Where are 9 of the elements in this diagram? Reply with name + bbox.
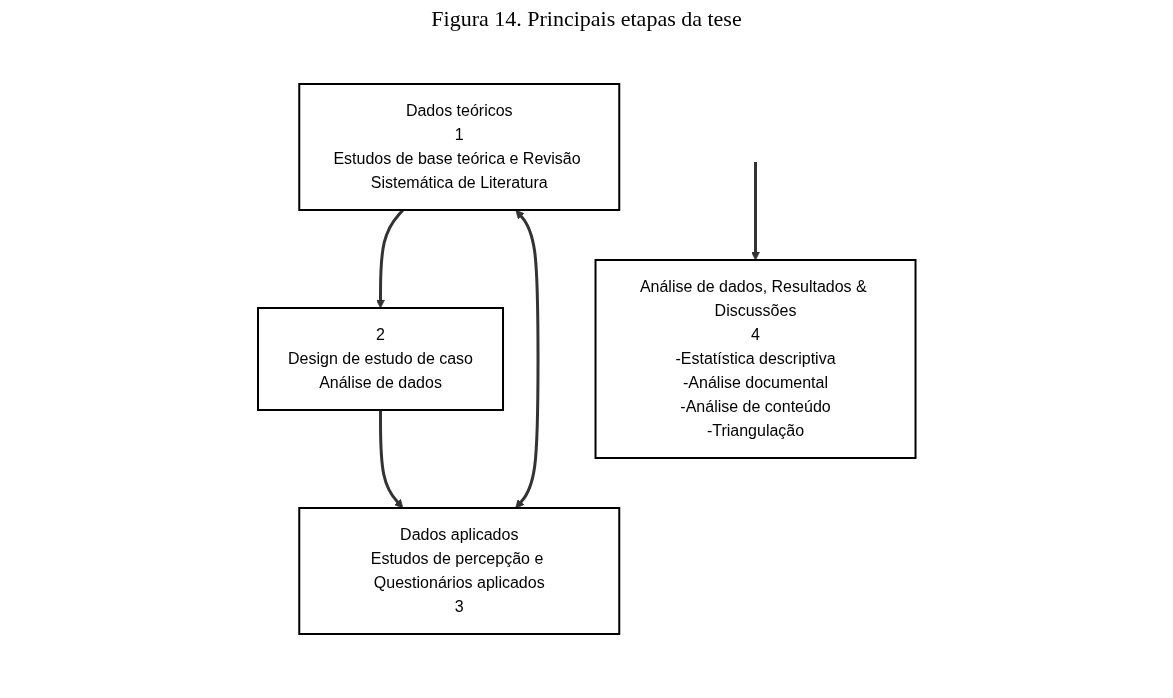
node-box: 2 Design de estudo de caso Análise de dados xyxy=(256,307,504,411)
arrow xyxy=(515,209,540,509)
node-box: Dados aplicados Estudos de percepção e Questionários aplicados 3 xyxy=(298,507,620,635)
arrow xyxy=(378,410,403,509)
figure-title: Figura 14. Principais etapas da tese xyxy=(430,6,743,32)
node-box: Dados teóricos 1 Estudos de base teórica e Revisão Sistemática de Literatura xyxy=(298,83,620,211)
arrow xyxy=(750,162,760,261)
node-box: Análise de dados, Resultados & Discussões 4 -Estatística descriptiva -Análise documental -Análise de conteúdo -Triangulação xyxy=(594,259,917,459)
arrow xyxy=(375,209,404,309)
